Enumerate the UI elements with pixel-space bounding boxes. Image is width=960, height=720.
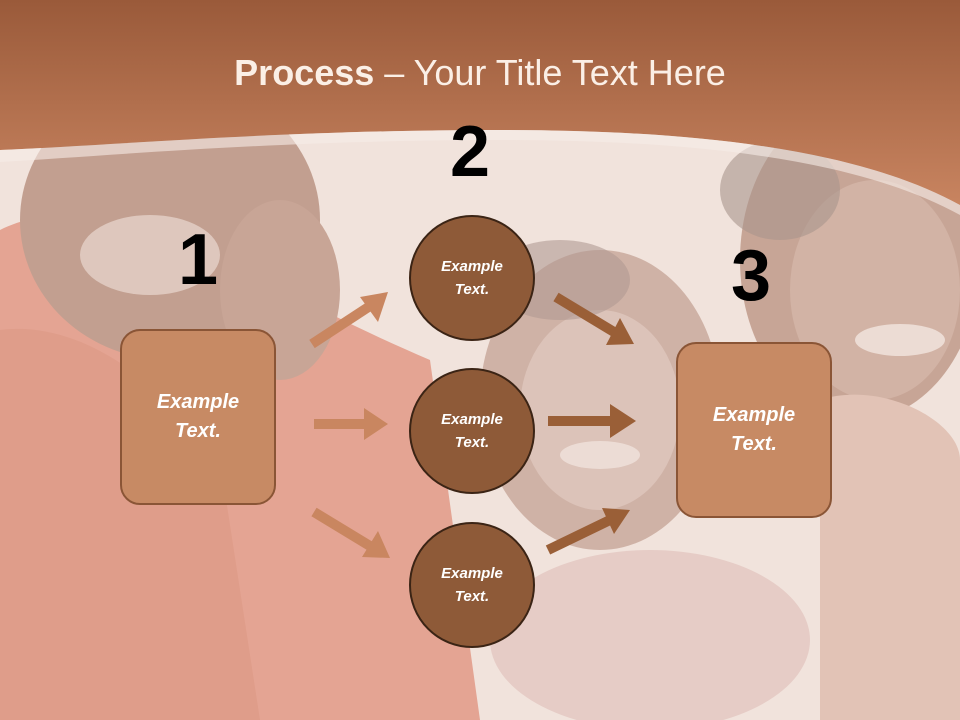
title-rest: – Your Title Text Here xyxy=(374,52,726,93)
circle-middle: Example Text. xyxy=(409,368,535,494)
arrow-left-to-bottom xyxy=(311,507,390,558)
left-box-label: Example Text. xyxy=(156,391,240,442)
left-box: Example Text. xyxy=(120,329,276,505)
step-number-2: 2 xyxy=(450,112,491,192)
arrow-top-to-right xyxy=(553,292,634,345)
slide-title: Process – Your Title Text Here xyxy=(0,52,960,94)
circle-bottom: Example Text. xyxy=(409,522,535,648)
arrow-left-to-middle xyxy=(314,408,388,440)
arrow-left-to-top xyxy=(309,292,388,349)
circle-bottom-label: Example Text. xyxy=(441,565,503,605)
arrow-bottom-to-right xyxy=(545,508,630,555)
step-number-1: 1 xyxy=(178,220,219,300)
circle-top-label: Example Text. xyxy=(441,258,503,298)
right-box: Example Text. xyxy=(676,342,832,518)
arrow-middle-to-right xyxy=(548,404,636,438)
title-bold: Process xyxy=(234,52,375,93)
step-number-3: 3 xyxy=(731,236,772,316)
right-box-label: Example Text. xyxy=(712,404,796,455)
circle-top: Example Text. xyxy=(409,215,535,341)
circle-middle-label: Example Text. xyxy=(441,411,503,451)
